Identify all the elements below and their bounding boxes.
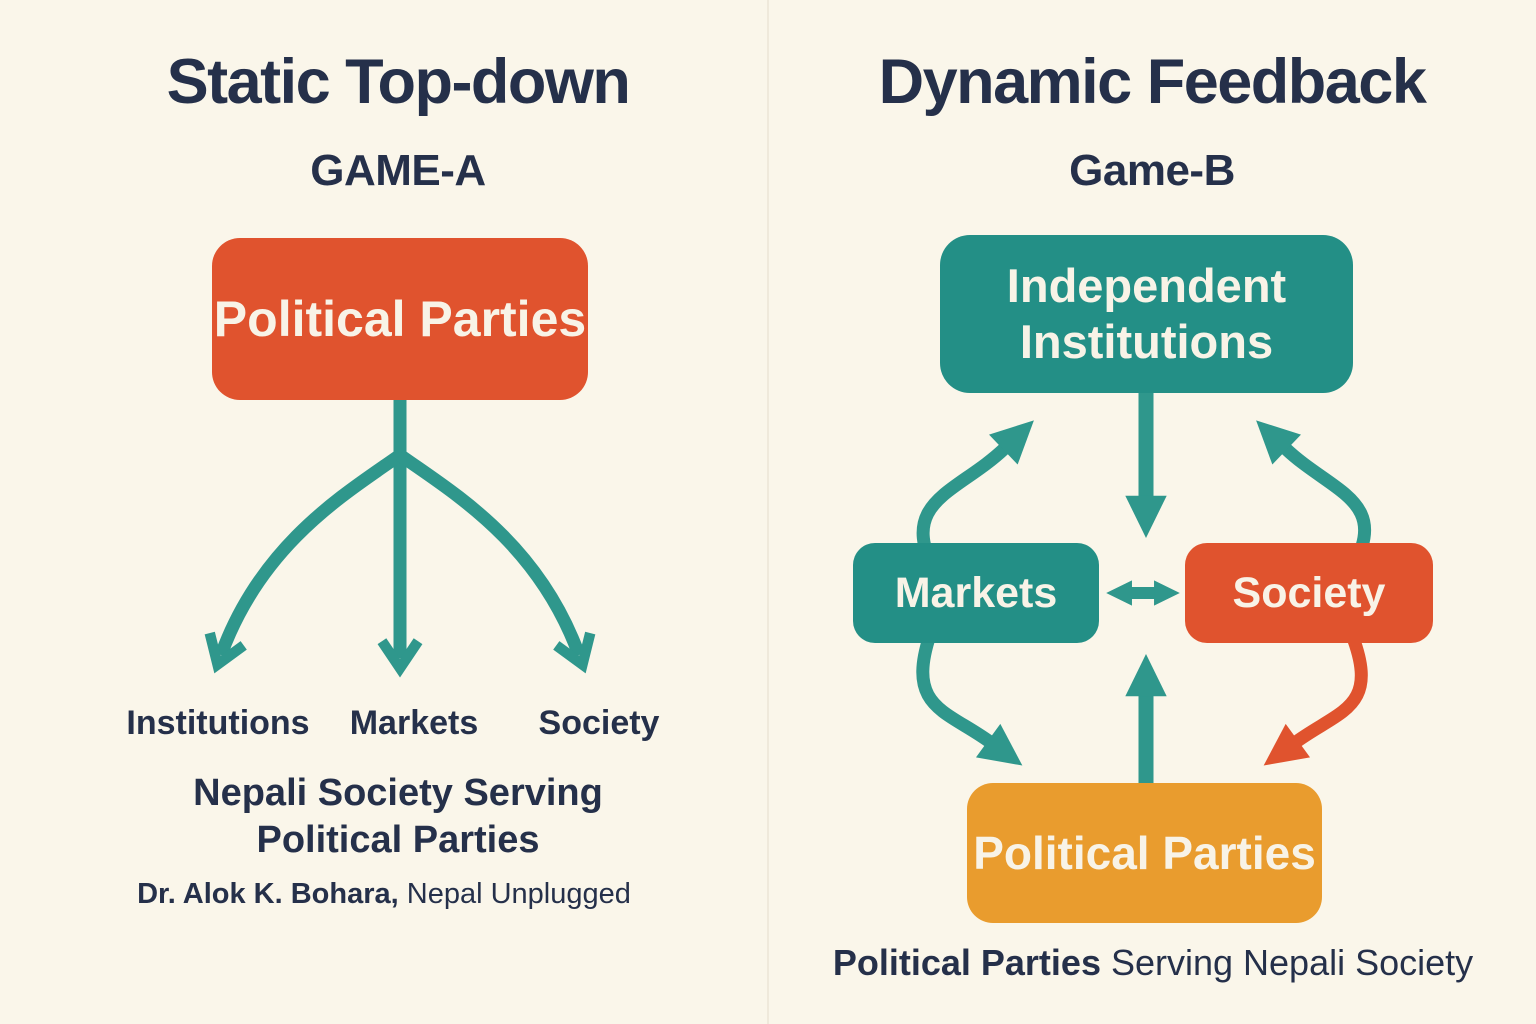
political-parties-box-right: Political Parties <box>967 783 1322 923</box>
political-parties-box-left: Political Parties <box>212 238 588 400</box>
institutions-label: Institutions <box>126 704 310 742</box>
left-caption-line1: Nepali Society Serving <box>193 772 603 814</box>
left-caption: Nepali Society Serving Political Parties <box>98 770 698 864</box>
attribution: Dr. Alok K. Bohara, Nepal Unplugged <box>44 878 724 911</box>
right-caption: Political Parties Serving Nepali Society <box>798 942 1508 984</box>
right-subtitle: Game-B <box>1069 146 1235 195</box>
independent-institutions-box: Independent Institutions <box>940 235 1353 393</box>
left-caption-line2: Political Parties <box>256 819 540 861</box>
right-caption-bold: Political Parties <box>832 942 1101 983</box>
trident-right-arrow <box>396 449 596 674</box>
left-subtitle: GAME-A <box>310 146 486 195</box>
panel-divider <box>767 0 769 1024</box>
left-panel: Static Top-down GAME-A Political Parties… <box>44 47 724 911</box>
society-label: Society <box>538 704 660 742</box>
trident-left-arrow <box>204 449 404 674</box>
society-to-parties-arrow <box>1263 632 1368 766</box>
right-caption-regular: Serving Nepali Society <box>1100 942 1474 983</box>
markets-label: Markets <box>349 704 479 742</box>
attribution-source: Nepal Unplugged <box>398 878 631 910</box>
markets-to-parties-arrow <box>916 632 1023 766</box>
society-box: Society <box>1185 543 1433 643</box>
right-panel: Dynamic Feedback Game-B Independent Inst… <box>768 0 1536 1024</box>
right-title: Dynamic Feedback <box>878 47 1427 117</box>
attribution-author: Dr. Alok K. Bohara, <box>137 878 399 910</box>
left-title: Static Top-down <box>166 47 631 117</box>
markets-box: Markets <box>853 543 1099 643</box>
